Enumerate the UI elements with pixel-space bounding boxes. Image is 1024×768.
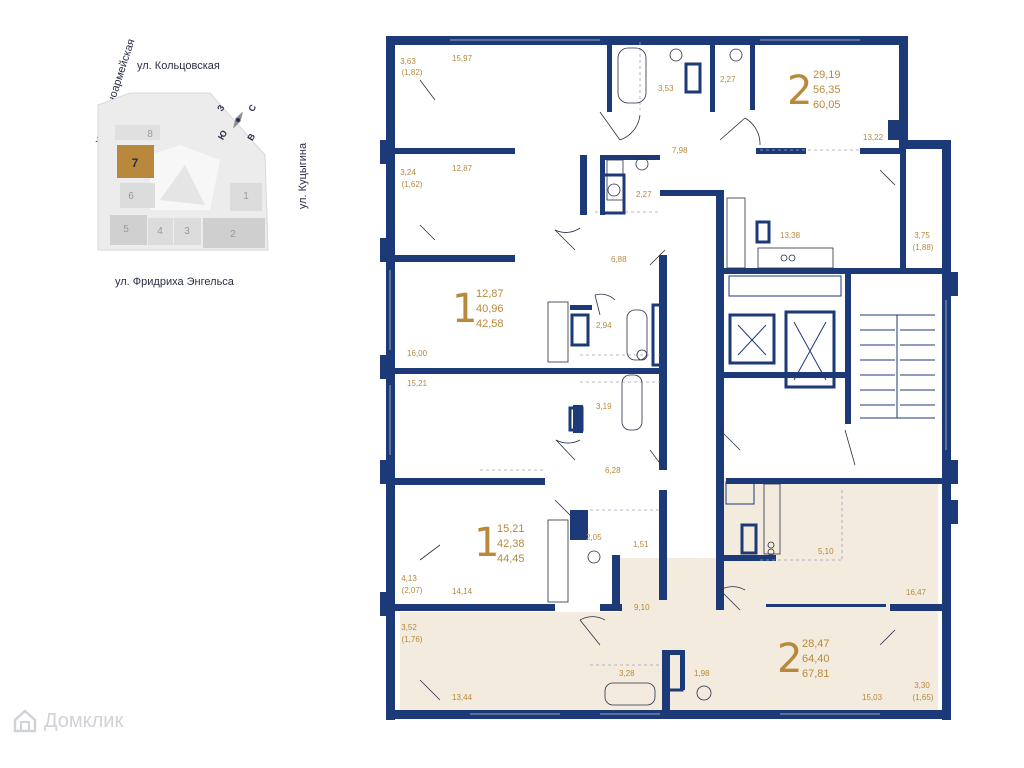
block-4[interactable] bbox=[148, 218, 173, 245]
svg-text:(1,62): (1,62) bbox=[402, 180, 423, 189]
apt-low-left[interactable]: 1 15,21 42,38 44,45 bbox=[474, 520, 525, 566]
svg-text:44,45: 44,45 bbox=[497, 553, 525, 565]
svg-text:5,10: 5,10 bbox=[818, 547, 834, 556]
street-south: ул. Фридриха Энгельса bbox=[115, 276, 234, 288]
svg-text:1,98: 1,98 bbox=[694, 669, 710, 678]
block-2[interactable] bbox=[203, 218, 265, 248]
svg-text:16,47: 16,47 bbox=[906, 588, 927, 597]
door-swings bbox=[419, 79, 896, 701]
room-labels: 3,63 (1,82) 15,97 3,53 2,27 7,98 13,22 3… bbox=[400, 54, 934, 702]
compass-rose-icon bbox=[233, 111, 243, 129]
svg-text:2,05: 2,05 bbox=[586, 533, 602, 542]
svg-text:3,53: 3,53 bbox=[658, 84, 674, 93]
watermark-text: Домклик bbox=[44, 709, 124, 732]
elevators bbox=[728, 310, 836, 389]
svg-text:2,27: 2,27 bbox=[720, 75, 736, 84]
block-1-label: 1 bbox=[243, 191, 249, 202]
svg-text:13,38: 13,38 bbox=[780, 231, 801, 240]
svg-text:40,96: 40,96 bbox=[476, 303, 504, 315]
block-8[interactable] bbox=[115, 125, 160, 140]
block-7-highlight[interactable] bbox=[117, 145, 154, 178]
svg-text:9,10: 9,10 bbox=[634, 603, 650, 612]
svg-text:42,38: 42,38 bbox=[497, 538, 525, 550]
svg-text:56,35: 56,35 bbox=[813, 84, 841, 96]
svg-text:6,28: 6,28 bbox=[605, 466, 621, 475]
svg-text:1,51: 1,51 bbox=[633, 540, 649, 549]
svg-text:3,28: 3,28 bbox=[619, 669, 635, 678]
svg-text:29,19: 29,19 bbox=[813, 69, 841, 81]
svg-text:67,81: 67,81 bbox=[802, 668, 830, 680]
domclick-logo-icon bbox=[13, 709, 37, 733]
svg-text:(1,76): (1,76) bbox=[402, 635, 423, 644]
svg-text:64,40: 64,40 bbox=[802, 653, 830, 665]
block-2-label: 2 bbox=[230, 229, 236, 240]
site-map: 8 7 6 5 4 3 2 1 bbox=[97, 92, 269, 251]
watermark: Домклик bbox=[12, 708, 123, 734]
svg-text:2,94: 2,94 bbox=[596, 321, 612, 330]
block-7-label: 7 bbox=[132, 156, 139, 170]
apt-low-left-rooms: 1 bbox=[474, 520, 499, 566]
apt-mid-left-1-rooms: 1 bbox=[452, 286, 477, 332]
svg-text:42,58: 42,58 bbox=[476, 318, 504, 330]
block-1[interactable] bbox=[230, 183, 262, 211]
apt-top-right-rooms: 2 bbox=[787, 68, 812, 114]
svg-text:7,98: 7,98 bbox=[672, 146, 688, 155]
apt-bottom[interactable]: 2 28,47 64,40 67,81 bbox=[777, 636, 830, 682]
svg-text:3,75: 3,75 bbox=[914, 231, 930, 240]
svg-text:15,03: 15,03 bbox=[862, 693, 883, 702]
svg-text:2,27: 2,27 bbox=[636, 190, 652, 199]
svg-text:60,05: 60,05 bbox=[813, 99, 841, 111]
block-3-label: 3 bbox=[184, 226, 190, 237]
svg-text:4,13: 4,13 bbox=[401, 574, 417, 583]
stairs bbox=[860, 314, 935, 419]
block-4-label: 4 bbox=[157, 226, 163, 237]
svg-text:14,14: 14,14 bbox=[452, 587, 473, 596]
apt-top-right[interactable]: 2 29,19 56,35 60,05 bbox=[787, 68, 841, 114]
svg-text:15,97: 15,97 bbox=[452, 54, 473, 63]
svg-text:3,63: 3,63 bbox=[400, 57, 416, 66]
apt-bottom-rooms: 2 bbox=[777, 636, 802, 682]
apt-bottom-fill[interactable] bbox=[400, 478, 938, 712]
svg-text:3,52: 3,52 bbox=[401, 623, 417, 632]
block-3[interactable] bbox=[174, 218, 201, 245]
block-5[interactable] bbox=[110, 215, 147, 245]
block-8-label: 8 bbox=[147, 129, 153, 140]
svg-text:13,22: 13,22 bbox=[863, 133, 884, 142]
svg-text:(1,82): (1,82) bbox=[402, 68, 423, 77]
svg-text:15,21: 15,21 bbox=[407, 379, 428, 388]
street-north: ул. Кольцовская bbox=[137, 60, 220, 72]
svg-text:(2,07): (2,07) bbox=[402, 586, 423, 595]
svg-text:16,00: 16,00 bbox=[407, 349, 428, 358]
svg-text:3,19: 3,19 bbox=[596, 402, 612, 411]
block-6[interactable] bbox=[120, 183, 155, 208]
svg-text:13,44: 13,44 bbox=[452, 693, 473, 702]
svg-text:3,30: 3,30 bbox=[914, 681, 930, 690]
apt-mid-left-1[interactable]: 1 12,87 40,96 42,58 bbox=[452, 286, 504, 332]
svg-text:(1,65): (1,65) bbox=[913, 693, 934, 702]
block-5-label: 5 bbox=[123, 224, 129, 235]
svg-text:(1,88): (1,88) bbox=[913, 243, 934, 252]
block-6-label: 6 bbox=[128, 191, 134, 202]
svg-text:12,87: 12,87 bbox=[476, 288, 504, 300]
svg-text:12,87: 12,87 bbox=[452, 164, 473, 173]
svg-text:15,21: 15,21 bbox=[497, 523, 525, 535]
svg-text:28,47: 28,47 bbox=[802, 638, 830, 650]
fixtures bbox=[547, 47, 834, 706]
svg-text:6,88: 6,88 bbox=[611, 255, 627, 264]
svg-text:3,24: 3,24 bbox=[400, 168, 416, 177]
